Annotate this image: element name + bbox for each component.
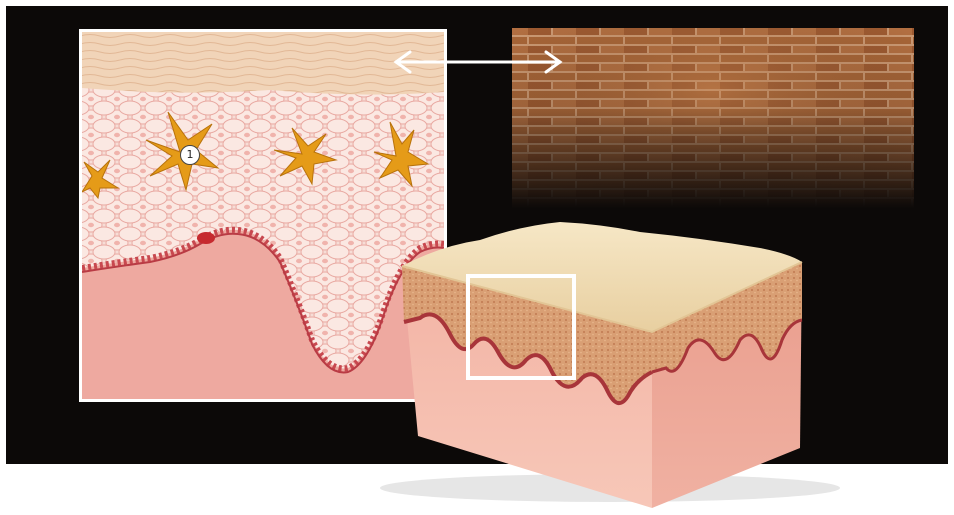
melanocyte-callout-label: 1 [180, 145, 200, 165]
brick-wall [512, 28, 914, 208]
skin-block-3d [380, 222, 840, 508]
stratum-corneum [82, 32, 444, 95]
basal-cell-highlight [197, 232, 215, 244]
magnified-skin-inset [79, 29, 447, 402]
